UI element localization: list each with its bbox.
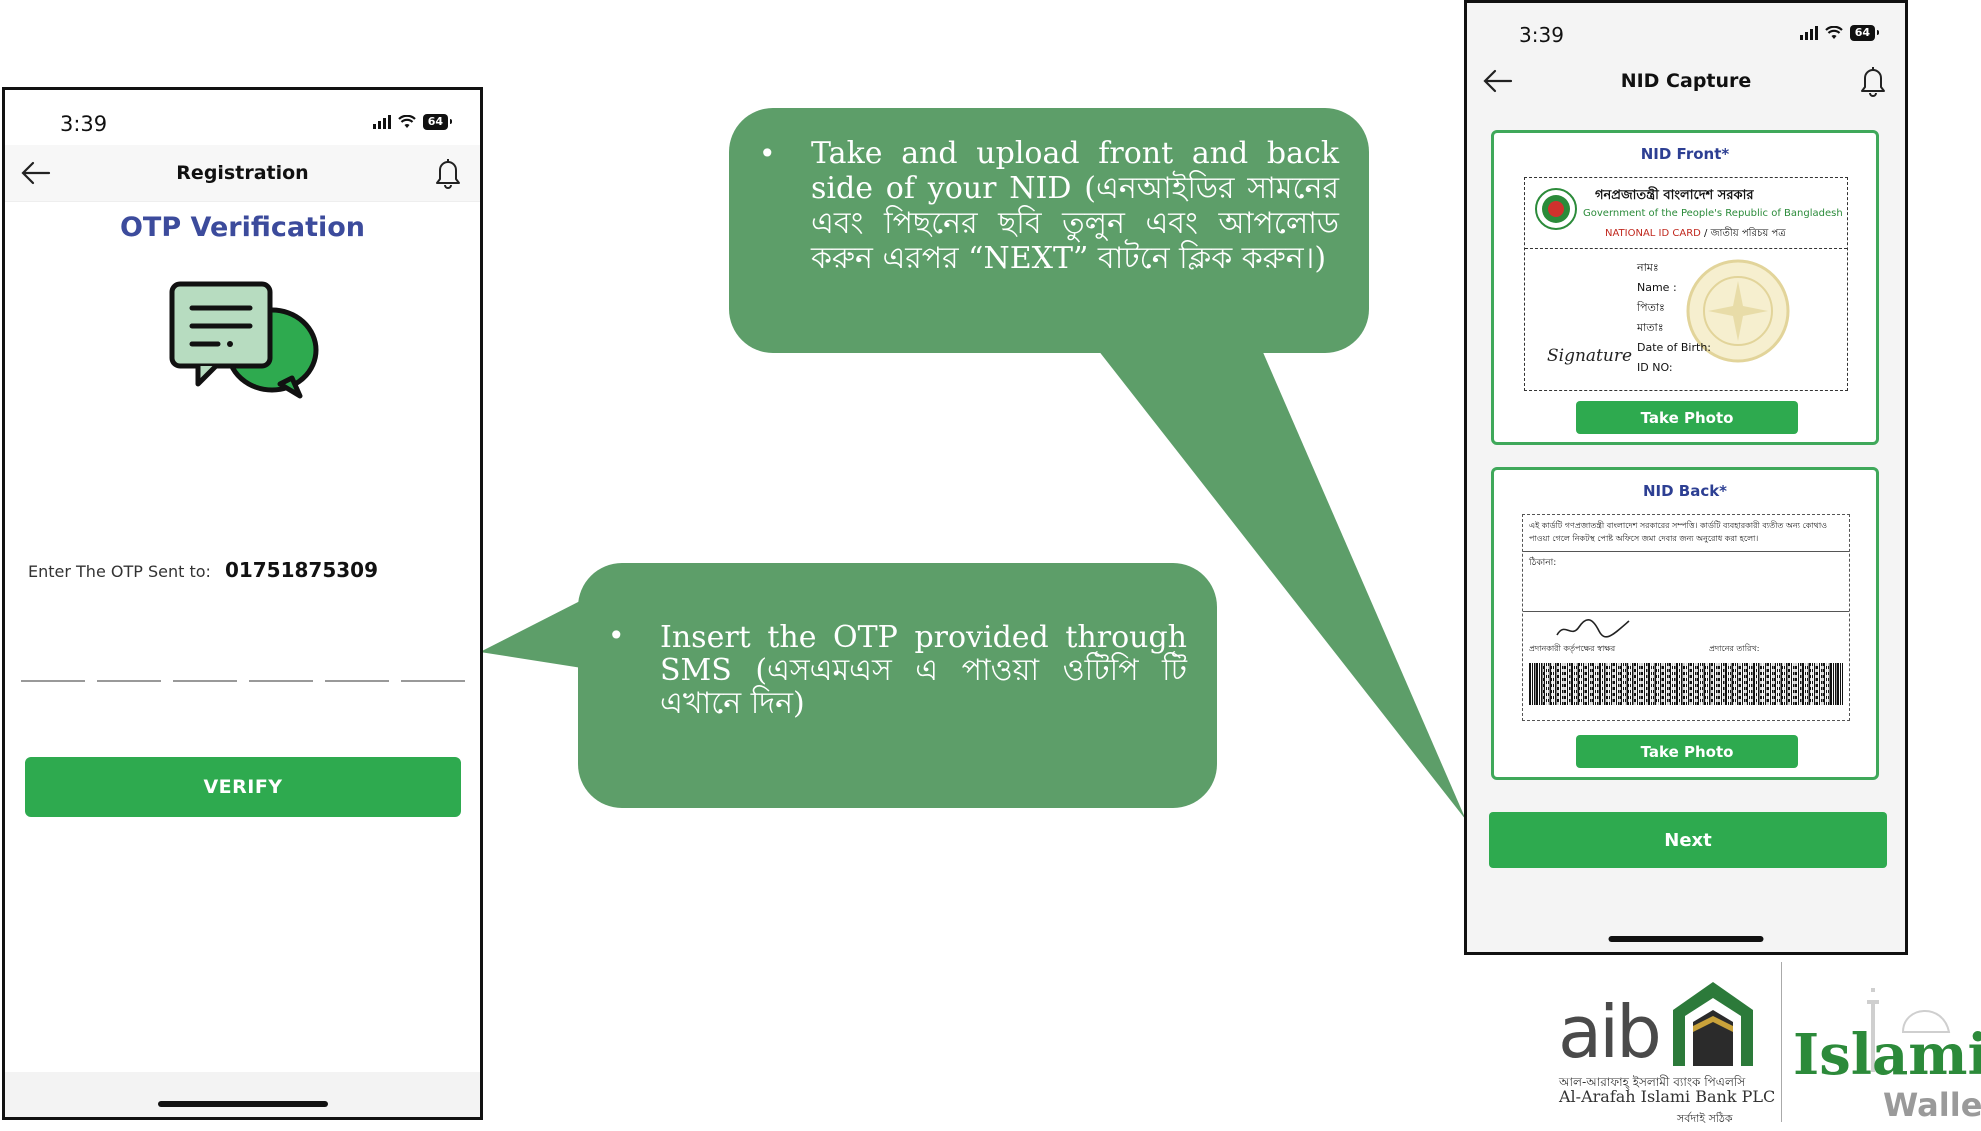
home-indicator[interactable] — [1608, 936, 1764, 942]
nid-field-name-bn: নামঃ — [1637, 261, 1659, 274]
otp-callout-tail — [480, 600, 582, 668]
back-arrow-icon[interactable] — [1481, 66, 1515, 96]
islamic-wallet-logo-icon: Islamic — [1793, 988, 1981, 1088]
bullet: • — [759, 137, 776, 170]
signal-icon — [372, 115, 391, 129]
nav-bar: Registration — [5, 145, 480, 202]
otp-digit-5[interactable] — [325, 646, 389, 682]
otp-phone-number: 01751875309 — [224, 558, 379, 582]
otp-digit-6[interactable] — [401, 646, 465, 682]
page-title: Registration — [176, 162, 309, 184]
wallet-wordmark: Wallet — [1883, 1086, 1981, 1124]
signal-icon — [1799, 26, 1818, 40]
nid-front-title: NID Front* — [1640, 145, 1730, 163]
nid-signature: Signature — [1547, 346, 1633, 366]
aib-english-name: Al-Arafah Islami Bank PLC — [1559, 1087, 1776, 1106]
status-icons: 64 — [1799, 25, 1880, 41]
otp-callout-text: Insert the OTP provided through SMS (এসএ… — [660, 620, 1187, 721]
back-arrow-icon[interactable] — [19, 158, 53, 188]
otp-digit-4[interactable] — [249, 646, 313, 682]
status-bar: 3:39 64 — [1467, 3, 1905, 67]
nid-field-mother: মাতাঃ — [1637, 321, 1664, 334]
kaaba-logo-icon — [1673, 982, 1753, 1066]
nid-front-header: গনপ্রজাতন্ত্রী বাংলাদেশ সরকার Government… — [1525, 178, 1847, 249]
otp-sent-label: Enter The OTP Sent to: — [28, 562, 211, 581]
nid-back-title: NID Back* — [1642, 482, 1728, 500]
wifi-icon — [397, 115, 416, 128]
bank-logos: aib আল-আরাফাহ্ ইসলামী ব্যাংক পিএলসি Al-A… — [1555, 962, 1981, 1127]
verify-button[interactable]: VERIFY — [25, 757, 461, 817]
nid-back-image[interactable]: এই কার্ডটি গণপ্রজাতন্ত্রী বাংলাদেশ সরকার… — [1522, 514, 1850, 721]
divider — [1781, 962, 1782, 1122]
status-time: 3:39 — [1519, 23, 1564, 47]
otp-verification-heading: OTP Verification — [119, 212, 366, 243]
nid-field-dob: Date of Birth: — [1637, 341, 1712, 354]
nid-front-card: NID Front* গনপ্রজাতন্ত্রী বাংলাদেশ সরকার… — [1491, 130, 1879, 445]
nid-front-image[interactable]: গনপ্রজাতন্ত্রী বাংলাদেশ সরকার Government… — [1524, 177, 1848, 391]
home-indicator[interactable] — [157, 1101, 328, 1107]
nid-field-name: Name : — [1637, 281, 1677, 294]
otp-sent-info: Enter The OTP Sent to: 01751875309 — [28, 558, 378, 582]
aib-logo-text: aib — [1558, 990, 1662, 1074]
otp-callout-bubble: • Insert the OTP provided through SMS (এ… — [578, 563, 1217, 808]
otp-digit-3[interactable] — [173, 646, 237, 682]
status-bar: 3:39 64 — [5, 90, 480, 154]
nid-back-issuer-label: প্রদানকারী কর্তৃপক্ষের স্বাক্ষর — [1529, 644, 1616, 653]
nid-front-header-english: Government of the People's Republic of B… — [1583, 208, 1843, 219]
nid-card-type-english: NATIONAL ID CARD — [1605, 228, 1701, 239]
bullet: • — [608, 619, 625, 652]
bottom-safe-area — [5, 1072, 480, 1117]
nid-front-card-type: NATIONAL ID CARD / জাতীয় পরিচয় পত্র — [1605, 226, 1786, 243]
status-time: 3:39 — [60, 112, 108, 136]
otp-digit-1[interactable] — [21, 646, 85, 682]
divider — [1523, 611, 1849, 612]
nid-front-header-bangla: গনপ্রজাতন্ত্রী বাংলাদেশ সরকার — [1595, 188, 1754, 203]
nid-callout-text: Take and upload front and back side of y… — [811, 136, 1339, 276]
next-button[interactable]: Next — [1489, 812, 1887, 868]
nid-callout-bubble: • Take and upload front and back side of… — [729, 108, 1369, 353]
take-photo-front-button[interactable]: Take Photo — [1576, 401, 1798, 434]
wifi-icon — [1824, 26, 1843, 39]
otp-input-group — [21, 646, 465, 682]
page-title: NID Capture — [1620, 70, 1752, 92]
nid-back-address-label: ঠিকানা: — [1529, 558, 1557, 568]
battery-icon: 64 — [1849, 25, 1880, 41]
otp-digit-2[interactable] — [97, 646, 161, 682]
bell-icon[interactable] — [1859, 65, 1887, 97]
nid-back-card: NID Back* এই কার্ডটি গণপ্রজাতন্ত্রী বাংল… — [1491, 467, 1879, 780]
bangladesh-emblem-icon — [1535, 188, 1577, 230]
take-photo-back-button[interactable]: Take Photo — [1576, 735, 1798, 768]
aib-bangla-name: আল-আরাফাহ্ ইসলামী ব্যাংক পিএলসি — [1559, 1075, 1746, 1089]
status-icons: 64 — [372, 114, 453, 130]
islamic-wordmark: Islamic — [1793, 1022, 1981, 1088]
bell-icon[interactable] — [434, 157, 462, 189]
nid-back-issue-date-label: প্রদানের তারিখ: — [1709, 644, 1760, 653]
nid-field-id-no: ID NO: — [1637, 361, 1673, 374]
government-seal-icon — [1686, 259, 1790, 363]
nid-capture-phone-screen: 3:39 64 NID Capture NID Front* — [1464, 0, 1908, 955]
battery-icon: 64 — [422, 114, 453, 130]
issuer-signature-icon — [1556, 619, 1630, 638]
nid-card-type-bangla: / জাতীয় পরিচয় পত্র — [1700, 228, 1786, 239]
nav-bar: NID Capture — [1467, 53, 1905, 109]
registration-phone-screen: 3:39 64 Registration OTP Verification — [2, 87, 483, 1120]
chat-bubbles-icon — [169, 281, 319, 399]
aib-tagline: সর্বদাই সঠিক — [1677, 1112, 1733, 1125]
nid-front-fields: নামঃ Name : পিতাঃ মাতাঃ Date of Birth: I… — [1637, 258, 1711, 378]
nid-field-father: পিতাঃ — [1637, 301, 1665, 314]
barcode-icon — [1529, 663, 1843, 705]
divider — [1523, 551, 1849, 552]
nid-back-note: এই কার্ডটি গণপ্রজাতন্ত্রী বাংলাদেশ সরকার… — [1529, 521, 1828, 543]
